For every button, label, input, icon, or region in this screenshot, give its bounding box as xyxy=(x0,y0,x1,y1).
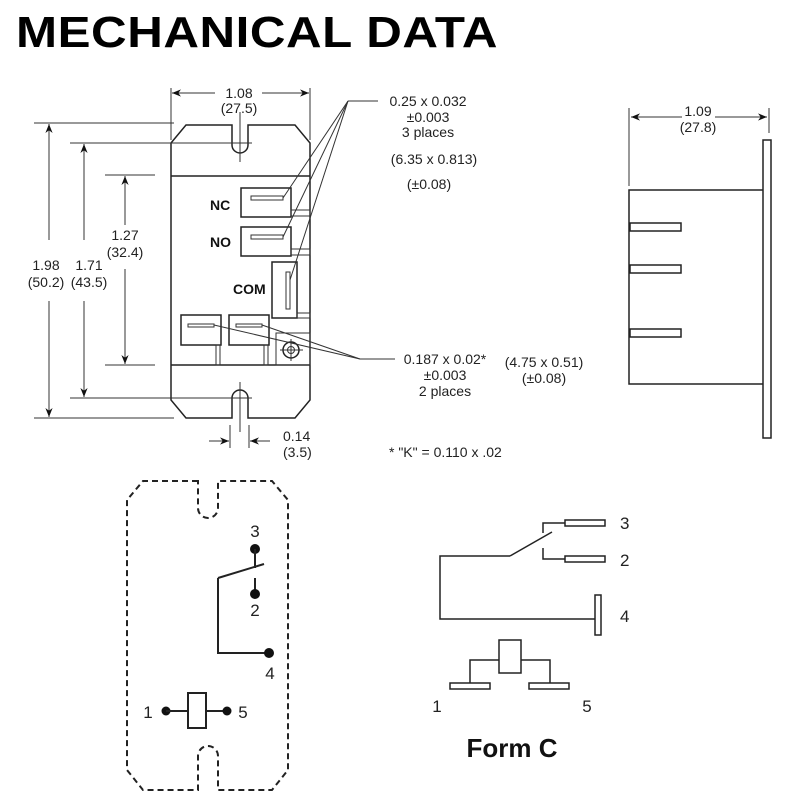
side-flange xyxy=(762,139,772,439)
terminal-4-blade xyxy=(594,594,602,636)
height-overall-inch: 1.98 xyxy=(32,257,59,273)
side-terminal-2 xyxy=(629,264,682,274)
form-c-label-2: 2 xyxy=(620,551,629,570)
height-terminals-inch: 1.27 xyxy=(111,227,138,243)
form-c-label-5: 5 xyxy=(582,697,591,716)
slot-width-inch: 0.14 xyxy=(283,428,310,444)
terminal-com xyxy=(271,261,311,319)
coil-terminal-left xyxy=(180,314,222,366)
form-c-coil xyxy=(498,639,522,674)
form-c-label-1: 1 xyxy=(432,697,441,716)
height-slots-mm: (43.5) xyxy=(71,274,108,290)
pin-label-1: 1 xyxy=(143,703,152,722)
depth-dim-inch: 1.09 xyxy=(684,103,711,119)
side-terminal-1 xyxy=(629,222,682,232)
footnote: * "K" = 0.110 x .02 xyxy=(389,444,502,460)
small-terminal-spec: 0.187 x 0.02* ±0.003 2 places (4.75 x 0.… xyxy=(404,351,584,399)
side-terminal-3 xyxy=(629,328,682,338)
pin-label-2: 2 xyxy=(250,601,259,620)
relay-body-outline xyxy=(170,124,311,419)
large-terminal-size-mm: (6.35 x 0.813) xyxy=(391,151,477,167)
terminal-label-com: COM xyxy=(233,281,266,297)
terminal-label-no: NO xyxy=(210,234,231,250)
terminal-label-nc: NC xyxy=(210,197,230,213)
large-terminal-tolerance-mm: (±0.08) xyxy=(407,176,451,192)
form-c-caption: Form C xyxy=(467,733,558,763)
width-dim-inch: 1.08 xyxy=(225,85,252,101)
pin-4-dot xyxy=(264,648,274,658)
large-terminal-leaders xyxy=(282,100,378,281)
form-c-label-4: 4 xyxy=(620,607,629,626)
small-terminal-count: 2 places xyxy=(419,383,471,399)
schematic-footprint: 3 2 4 1 5 xyxy=(126,480,289,791)
large-terminal-count: 3 places xyxy=(402,124,454,140)
height-dimension-slots: 1.71 (43.5) xyxy=(70,142,252,399)
pin-5-dot xyxy=(222,706,232,716)
pin-label-5: 5 xyxy=(238,703,247,722)
pin-2-dot xyxy=(250,589,260,599)
form-c-label-3: 3 xyxy=(620,514,629,533)
dashed-outline xyxy=(126,480,289,791)
large-terminal-tolerance: ±0.003 xyxy=(407,109,450,125)
small-terminal-size-mm: (4.75 x 0.51) xyxy=(505,354,584,370)
height-dimension-terminals: 1.27 (32.4) xyxy=(105,174,155,366)
depth-dim-mm: (27.8) xyxy=(680,119,717,135)
schematic-form-c: 3 2 4 1 5 Form C xyxy=(432,514,629,763)
coil-symbol xyxy=(187,692,207,729)
small-terminal-size: 0.187 x 0.02* xyxy=(404,351,487,367)
side-body-outline xyxy=(628,189,763,385)
mounting-hole-icon xyxy=(275,332,311,366)
small-terminal-tolerance-mm: (±0.08) xyxy=(522,370,566,386)
terminal-2-blade xyxy=(564,555,606,563)
side-view: 1.09 (27.8) xyxy=(628,103,772,439)
terminal-1-blade xyxy=(449,682,491,690)
width-dimension: 1.08 (27.5) xyxy=(170,85,311,140)
large-terminal-size: 0.25 x 0.032 xyxy=(389,93,466,109)
terminal-3-blade xyxy=(564,519,606,527)
slot-width-mm: (3.5) xyxy=(283,444,312,460)
small-terminal-leaders xyxy=(213,324,395,360)
form-c-switch-arm xyxy=(509,531,553,557)
width-dim-mm: (27.5) xyxy=(221,100,258,116)
coil-terminal-right xyxy=(228,314,270,366)
page-title: MECHANICAL DATA xyxy=(16,8,499,57)
height-slots-inch: 1.71 xyxy=(75,257,102,273)
pin-label-4: 4 xyxy=(265,664,274,683)
height-terminals-mm: (32.4) xyxy=(107,244,144,260)
switch-arm xyxy=(217,563,265,579)
height-overall-mm: (50.2) xyxy=(28,274,65,290)
slot-width-dimension: 0.14 (3.5) xyxy=(209,425,312,460)
large-terminal-spec: 0.25 x 0.032 ±0.003 3 places (6.35 x 0.8… xyxy=(389,93,477,192)
terminal-5-blade xyxy=(528,682,570,690)
front-view: NC NO COM 1.08 (27.5) 1.98 (50.2) xyxy=(28,85,584,460)
small-terminal-tolerance: ±0.003 xyxy=(424,367,467,383)
height-dimension-overall: 1.98 (50.2) xyxy=(28,122,174,419)
pin-label-3: 3 xyxy=(250,522,259,541)
